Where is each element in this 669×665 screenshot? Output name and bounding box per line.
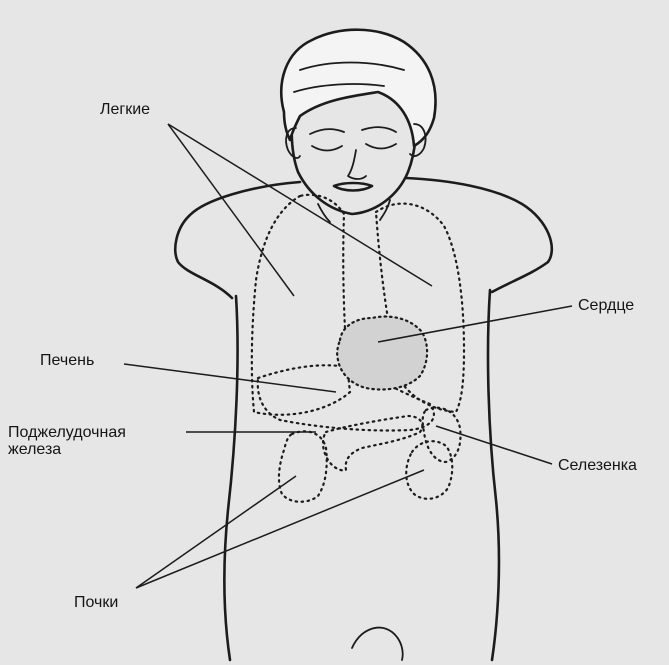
right-brow — [362, 127, 396, 132]
left-lung — [252, 195, 350, 415]
label-spleen: Селезенка — [558, 458, 637, 474]
heart — [337, 317, 427, 390]
left-torso-side — [224, 296, 237, 660]
right-eye — [366, 144, 396, 149]
left-eye — [312, 146, 342, 151]
label-kidneys: Почки — [74, 595, 118, 611]
label-pancreas-line1: Поджелудочная — [8, 425, 126, 441]
label-liver: Печень — [40, 353, 94, 369]
mouth — [334, 183, 372, 191]
spleen — [423, 408, 461, 462]
label-lungs: Легкие — [100, 102, 150, 118]
left-brow — [310, 129, 344, 134]
left-shoulder-arm — [175, 182, 300, 298]
right-torso-side — [488, 290, 499, 660]
waist-line — [352, 628, 403, 660]
right-shoulder-arm — [406, 178, 552, 292]
hair — [281, 30, 435, 146]
leader-spleen — [436, 426, 552, 464]
body-outline — [175, 178, 552, 660]
right-kidney — [406, 441, 452, 499]
neck — [318, 200, 390, 222]
leader-liver — [124, 364, 336, 392]
label-pancreas-line2: железа — [8, 442, 61, 458]
label-heart: Сердце — [578, 298, 634, 314]
left-kidney — [279, 431, 327, 501]
nose — [348, 150, 366, 179]
head — [281, 30, 435, 222]
pancreas — [323, 416, 422, 470]
